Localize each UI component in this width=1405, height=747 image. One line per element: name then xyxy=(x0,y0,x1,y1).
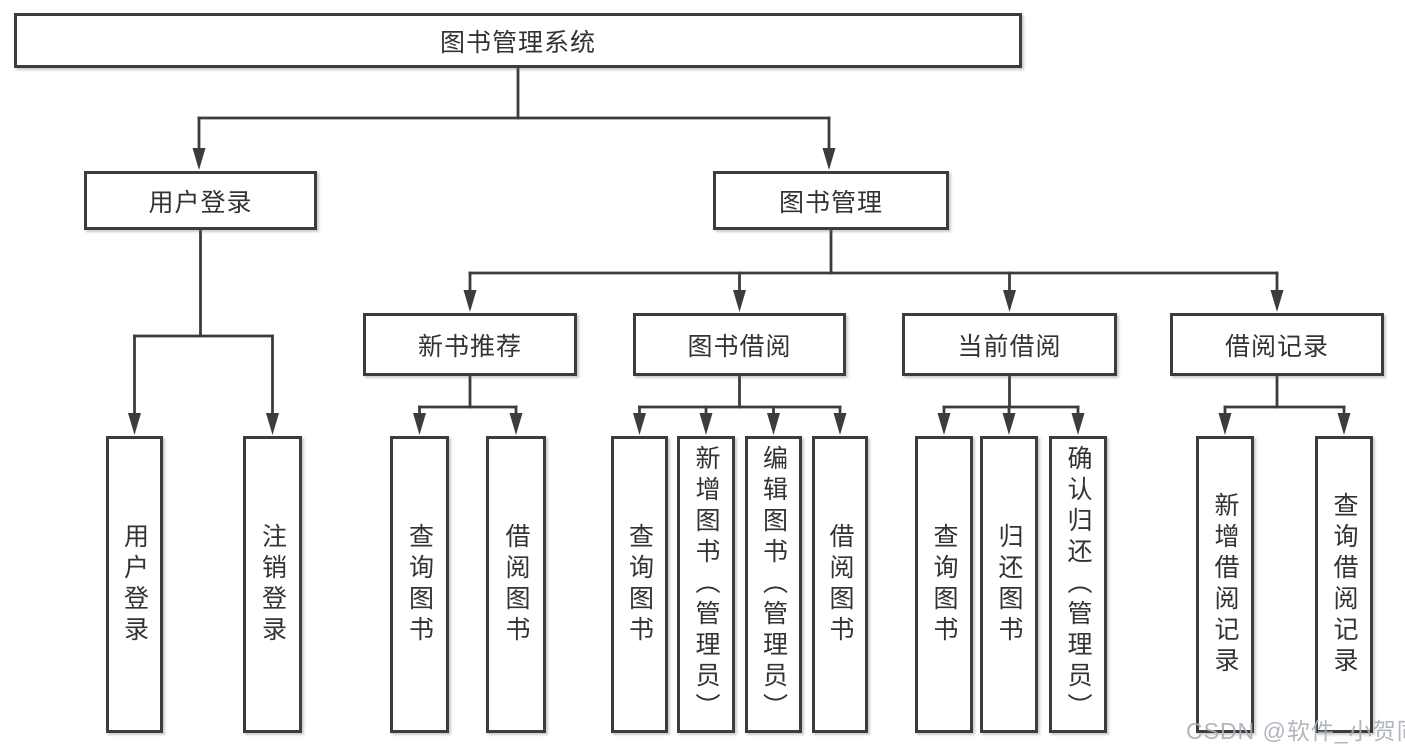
leaf-add-book-admin: 新增图书（管理员） xyxy=(677,436,735,733)
leaf-user-login-label: 用户登录 xyxy=(120,522,149,647)
leaf-logout-label: 注销登录 xyxy=(258,522,287,647)
leaf-edit-book-admin-label: 编辑图书（管理员） xyxy=(759,445,788,724)
node-current-borrowing-label: 当前借阅 xyxy=(957,332,1062,361)
leaf-query-books-borrowing: 查询图书 xyxy=(611,436,668,733)
leaf-query-books-recommend: 查询图书 xyxy=(390,436,449,733)
leaf-query-books-borrowing-label: 查询图书 xyxy=(625,522,654,647)
node-borrowing-records-label: 借阅记录 xyxy=(1224,332,1329,361)
node-library-management-system-label: 图书管理系统 xyxy=(439,28,596,57)
node-borrowing-records: 借阅记录 xyxy=(1170,313,1384,376)
leaf-query-books-recommend-label: 查询图书 xyxy=(405,522,434,647)
leaf-confirm-return-admin: 确认归还（管理员） xyxy=(1049,436,1107,733)
node-user-login-label: 用户登录 xyxy=(148,188,253,217)
leaf-return-books-label: 归还图书 xyxy=(995,522,1023,647)
leaf-query-borrow-record-label: 查询借阅记录 xyxy=(1330,491,1358,678)
leaf-add-borrow-record: 新增借阅记录 xyxy=(1196,436,1254,733)
node-book-borrowing-label: 图书借阅 xyxy=(687,332,792,361)
node-book-borrowing: 图书借阅 xyxy=(633,313,846,376)
leaf-confirm-return-admin-label: 确认归还（管理员） xyxy=(1064,445,1092,724)
node-book-management: 图书管理 xyxy=(713,171,949,230)
node-user-login: 用户登录 xyxy=(84,171,317,230)
csdn-watermark: CSDN @软件_小贺同学 xyxy=(1186,718,1405,744)
leaf-edit-book-admin: 编辑图书（管理员） xyxy=(745,436,802,733)
leaf-borrow-books-borrowing: 借阅图书 xyxy=(812,436,868,733)
leaf-user-login: 用户登录 xyxy=(106,436,163,733)
node-new-book-recommendation: 新书推荐 xyxy=(363,313,577,376)
leaf-borrow-books-recommend: 借阅图书 xyxy=(486,436,546,733)
node-new-book-recommendation-label: 新书推荐 xyxy=(417,332,522,361)
leaf-query-books-current-label: 查询图书 xyxy=(930,522,958,647)
leaf-borrow-books-recommend-label: 借阅图书 xyxy=(502,522,530,647)
leaf-query-borrow-record: 查询借阅记录 xyxy=(1315,436,1373,733)
leaf-logout: 注销登录 xyxy=(243,436,302,733)
leaf-add-book-admin-label: 新增图书（管理员） xyxy=(692,445,720,724)
leaf-return-books: 归还图书 xyxy=(980,436,1038,733)
node-library-management-system: 图书管理系统 xyxy=(14,13,1022,68)
leaf-query-books-current: 查询图书 xyxy=(915,436,973,733)
leaf-borrow-books-borrowing-label: 借阅图书 xyxy=(826,522,854,647)
node-book-management-label: 图书管理 xyxy=(778,188,883,217)
leaf-add-borrow-record-label: 新增借阅记录 xyxy=(1211,491,1239,678)
node-current-borrowing: 当前借阅 xyxy=(902,313,1117,376)
